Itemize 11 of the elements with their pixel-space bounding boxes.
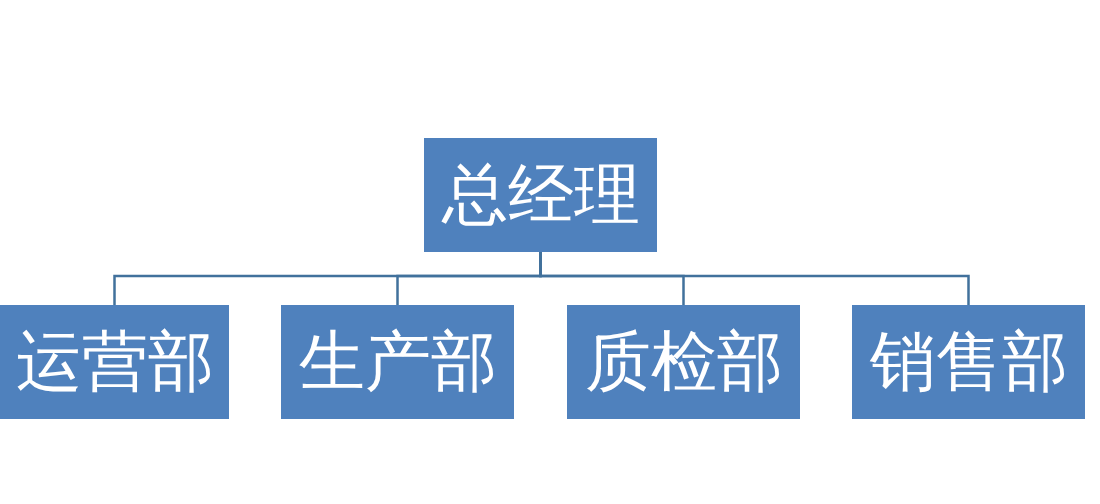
department-name: 销售部 <box>869 329 1068 395</box>
department-name: 总经理 <box>441 162 640 228</box>
department-name: 运营部 <box>15 329 214 395</box>
department-name: 生产部 <box>298 329 497 395</box>
department-box <box>567 305 800 419</box>
department-name: 质检部 <box>584 329 783 395</box>
department-box <box>281 305 514 419</box>
connector-line <box>539 252 970 305</box>
department-box <box>0 305 229 419</box>
department-box <box>852 305 1085 419</box>
department-box <box>424 138 657 252</box>
